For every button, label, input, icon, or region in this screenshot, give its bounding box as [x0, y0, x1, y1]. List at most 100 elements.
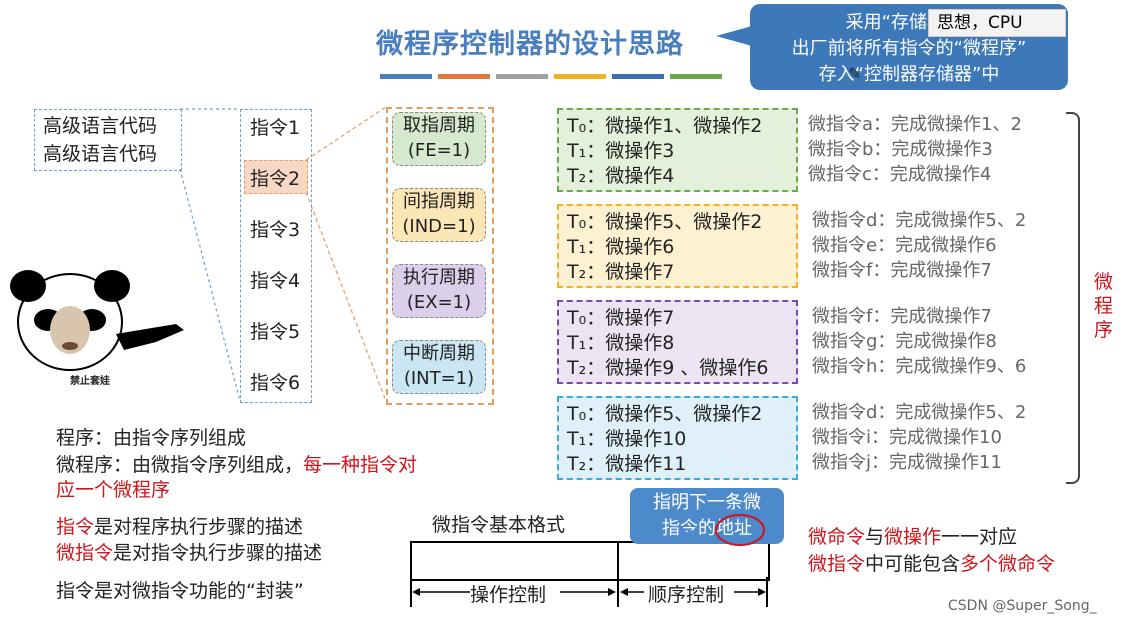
phase-box: 执行周期 (EX=1) — [392, 264, 486, 318]
meme-image: 禁止套娃 — [6, 264, 186, 396]
callout-line3: 存入“控制器存储器”中 — [818, 64, 1000, 85]
format-left-edge — [410, 577, 412, 607]
micro-instruction-line: 微指令i：完成微操作10 — [812, 427, 1002, 448]
micro-instruction-group: 微指令d：完成微操作5、2 微指令i：完成微操作10 微指令j：完成微操作11 — [812, 400, 1026, 475]
phase-box: 间指周期 (IND=1) — [392, 188, 486, 242]
instruction-2: 指令2 — [250, 168, 301, 190]
micro-instruction-line: 微指令j：完成微操作11 — [812, 452, 1002, 473]
note-multi: 多个微命令 — [960, 553, 1056, 575]
callout-line2: 出厂前将所有指令的“微程序” — [791, 38, 1027, 59]
note-microop: 微操作 — [884, 526, 942, 548]
panda-face-icon — [10, 270, 184, 371]
phase-code: (FE=1) — [407, 140, 471, 161]
phase-name: 中断周期 — [403, 343, 475, 364]
micro-instruction-line: 微指令c：完成微操作4 — [808, 164, 992, 185]
color-bar-segment — [612, 74, 664, 79]
micro-op-line: T₂：微操作11 — [567, 453, 687, 475]
instruction-1: 指令1 — [250, 117, 301, 139]
phase-code: (INT=1) — [403, 368, 475, 389]
color-bar-segment — [670, 74, 722, 79]
format-right-label: 顺序控制 — [648, 584, 725, 606]
microinstruction-desc-rest: 是对指令执行步骤的描述 — [113, 542, 323, 564]
micro-op-line: T₁：微操作10 — [567, 428, 687, 450]
phase-name: 执行周期 — [403, 267, 475, 288]
micro-instruction-line: 微指令f：完成微操作7 — [812, 306, 992, 327]
micro-op-line: T₁：微操作3 — [567, 140, 675, 162]
instruction-4: 指令4 — [250, 270, 301, 292]
note-microcommand: 微命令 — [808, 526, 866, 548]
micro-op-line: T₀：微操作1、微操作2 — [567, 115, 763, 137]
color-bar-segment — [438, 74, 490, 79]
note-line1: 微命令与微操作一一对应 — [808, 523, 1017, 551]
phase-box: 中断周期 (INT=1) — [392, 340, 486, 394]
micro-instruction-line: 微指令g：完成微操作8 — [812, 331, 997, 352]
callout-tail — [716, 26, 752, 46]
micro-op-line: T₀：微操作5、微操作2 — [567, 211, 763, 233]
address-callout: 指明下一条微 指令的地址 — [630, 488, 784, 544]
phase-box: 取指周期 (FE=1) — [392, 112, 486, 166]
color-bar-segment — [380, 74, 432, 79]
instruction-5: 指令5 — [250, 321, 301, 343]
micro-op-line: T₀：微操作7 — [567, 307, 675, 329]
micro-op-line: T₂：微操作9 、微操作6 — [567, 357, 769, 379]
format-left-label: 操作控制 — [470, 584, 547, 606]
micro-op-line: T₁：微操作8 — [567, 332, 675, 354]
note-line2: 微指令中可能包含多个微命令 — [808, 550, 1055, 578]
microinstruction-desc: 微指令是对指令执行步骤的描述 — [56, 540, 322, 566]
page-title: 微程序控制器的设计思路 — [376, 29, 684, 60]
color-bar-segment — [496, 74, 548, 79]
note-and: 与 — [865, 526, 885, 548]
instruction-6: 指令6 — [250, 372, 301, 394]
micro-instruction-line: 微指令a：完成微操作1、2 — [808, 114, 1022, 135]
phase-code: (IND=1) — [402, 216, 476, 237]
phase-name: 间指周期 — [403, 191, 475, 212]
instruction-column — [240, 109, 312, 403]
micro-op-line: T₂：微操作7 — [567, 261, 675, 283]
note-may-contain: 中可能包含 — [865, 553, 961, 575]
address-callout-line2: 指令的地址 — [630, 516, 784, 542]
tooltip: 思想，CPU — [928, 9, 1066, 37]
microinstruction-word: 微指令 — [56, 542, 114, 564]
instruction-desc-rest: 是对程序执行步骤的描述 — [94, 516, 304, 538]
instruction-3: 指令3 — [250, 219, 301, 241]
micro-instruction-group: 微指令a：完成微操作1、2 微指令b：完成微操作3 微指令c：完成微操作4 — [808, 112, 1022, 187]
hll-box: 高级语言代码 高级语言代码 — [34, 109, 182, 171]
program-def: 程序：由指令序列组成 — [56, 427, 247, 449]
format-arrows — [412, 588, 766, 596]
micro-instruction-line: 微指令e：完成微操作6 — [812, 235, 997, 256]
meme-caption: 禁止套娃 — [70, 376, 110, 387]
micro-instruction-line: 微指令d：完成微操作5、2 — [812, 402, 1027, 423]
address-callout-line1: 指明下一条微 — [653, 492, 761, 513]
micro-instruction-line: 微指令b：完成微操作3 — [808, 139, 993, 160]
encapsulation-desc: 指令是对微指令功能的“封装” — [56, 580, 304, 602]
microprogram-def: 微程序：由微指令序列组成，每一种指令对 — [56, 452, 417, 478]
note-oneone: 一一对应 — [941, 526, 1018, 548]
color-bar-segment — [554, 74, 606, 79]
pen-cursor-icon: ✎ — [848, 64, 862, 83]
microprogram-def-a: 微程序：由微指令序列组成， — [56, 454, 304, 476]
watermark: CSDN @Super_Song_ — [948, 598, 1097, 614]
phase-name: 取指周期 — [403, 115, 475, 136]
format-box — [410, 541, 770, 581]
hll-line1: 高级语言代码 — [43, 115, 158, 137]
note-microinstr: 微指令 — [808, 553, 866, 575]
microprogram-def-c: 应一个微程序 — [56, 479, 171, 501]
micro-instruction-group: 微指令f：完成微操作7 微指令g：完成微操作8 微指令h：完成微操作9、6 — [812, 304, 1026, 379]
micro-program-label: 微程序 — [1094, 271, 1114, 341]
micro-op-line: T₁：微操作6 — [567, 236, 675, 258]
address-word: 地址 — [716, 518, 752, 539]
right-bracket — [1066, 112, 1080, 484]
micro-instruction-line: 微指令f：完成微操作7 — [812, 260, 992, 281]
instruction-2-highlight — [244, 160, 308, 194]
format-right-edge — [766, 577, 768, 607]
phase-code: (EX=1) — [406, 292, 472, 313]
microprogram-def-b: 每一种指令对 — [303, 454, 418, 476]
instruction-desc: 指令是对程序执行步骤的描述 — [56, 514, 303, 540]
micro-instruction-line: 微指令h：完成微操作9、6 — [812, 356, 1027, 377]
address-pointer — [660, 514, 765, 546]
